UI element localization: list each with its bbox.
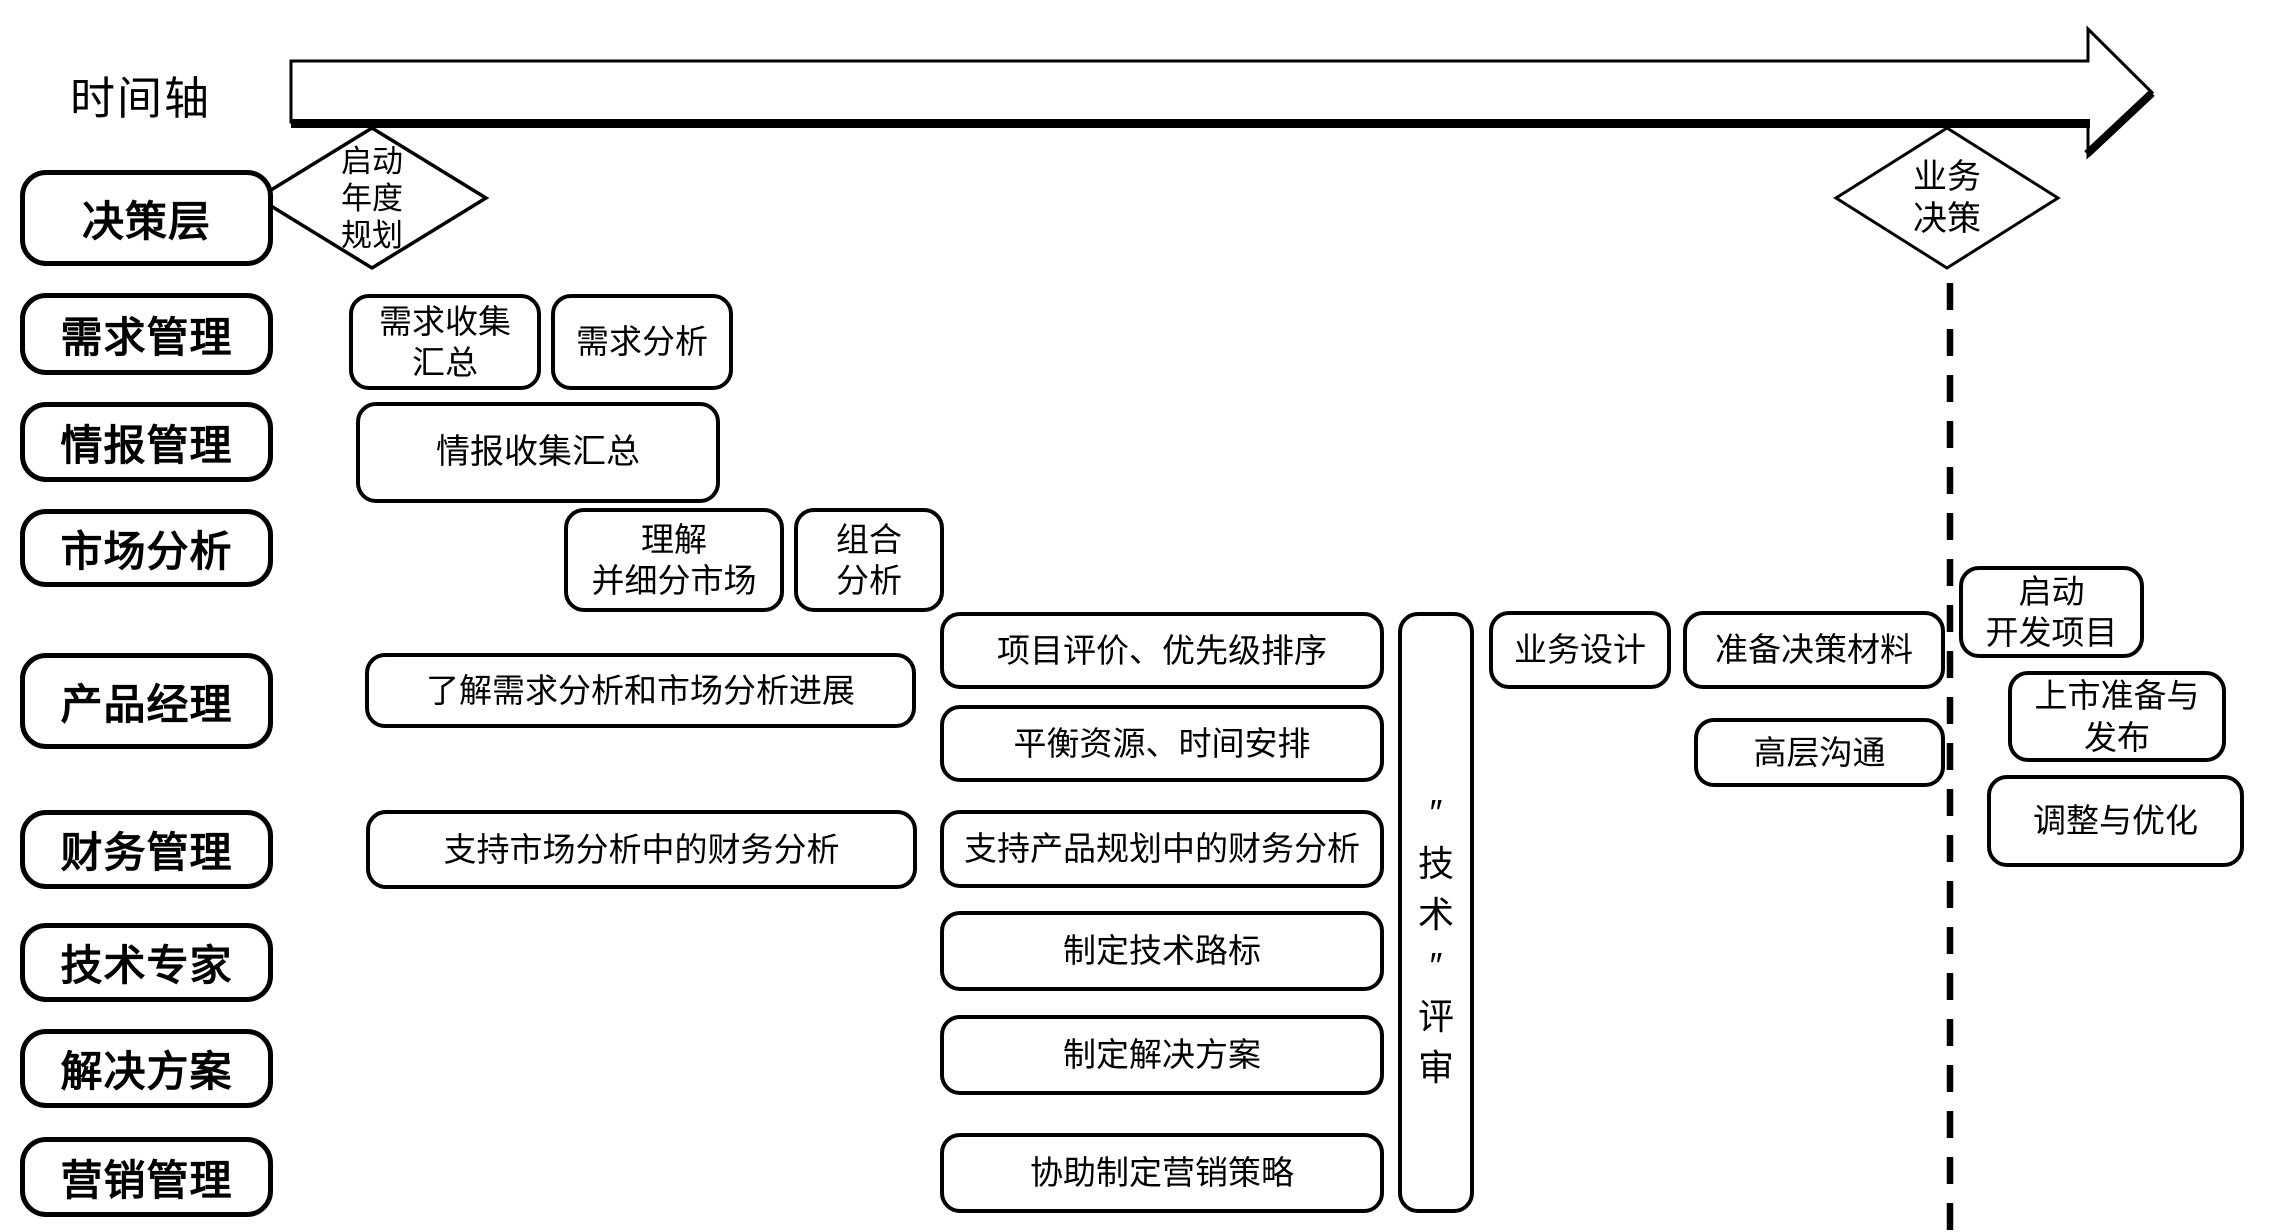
task-biz-design: 业务设计 xyxy=(1489,611,1671,689)
lane-requirements-mgmt: 需求管理 xyxy=(20,293,273,375)
task-portfolio-analysis: 组合 分析 xyxy=(794,508,944,612)
task-exec-communication: 高层沟通 xyxy=(1694,718,1945,787)
task-adjust-optimize: 调整与优化 xyxy=(1987,775,2244,867)
task-understand-segment: 理解 并细分市场 xyxy=(564,508,784,612)
lane-product-manager: 产品经理 xyxy=(20,653,273,749)
milestone-annual-planning-diamond xyxy=(254,125,490,271)
task-proj-eval: 项目评价、优先级排序 xyxy=(940,612,1384,689)
task-req-analysis: 需求分析 xyxy=(551,294,733,390)
task-tech-roadmap: 制定技术路标 xyxy=(940,911,1384,991)
lane-tech-expert: 技术专家 xyxy=(20,923,273,1002)
lane-market-analysis: 市场分析 xyxy=(20,509,273,587)
timeline-arrow-shadow-head xyxy=(2084,90,2155,157)
lane-finance-mgmt: 财务管理 xyxy=(20,810,273,889)
task-intel-collect: 情报收集汇总 xyxy=(356,402,720,503)
lane-marketing-mgmt: 营销管理 xyxy=(20,1137,273,1217)
task-fin-support-market: 支持市场分析中的财务分析 xyxy=(366,810,917,889)
task-fin-support-product: 支持产品规划中的财务分析 xyxy=(940,810,1384,888)
task-tech-review: ″ 技 术 ″ 评 审 xyxy=(1398,612,1474,1213)
milestone-annual-planning-label: 启动 年度 规划 xyxy=(341,143,403,253)
task-start-dev-project: 启动 开发项目 xyxy=(1959,566,2144,658)
task-launch-prep: 上市准备与 发布 xyxy=(2008,671,2226,762)
task-know-progress: 了解需求分析和市场分析进展 xyxy=(365,653,916,728)
timeline-axis-label: 时间轴 xyxy=(70,73,212,124)
task-prep-decision-material: 准备决策材料 xyxy=(1683,611,1945,689)
lane-intelligence-mgmt: 情报管理 xyxy=(20,402,273,482)
milestone-business-decision-label: 业务 决策 xyxy=(1913,158,1981,238)
task-marketing-strategy: 协助制定营销策略 xyxy=(940,1133,1384,1213)
lane-decision-layer: 决策层 xyxy=(20,170,273,266)
task-balance-resources: 平衡资源、时间安排 xyxy=(940,705,1384,782)
task-req-collect: 需求收集 汇总 xyxy=(349,294,541,390)
task-make-solution: 制定解决方案 xyxy=(940,1015,1384,1095)
milestone-business-decision-diamond xyxy=(1833,126,2061,270)
lane-solution: 解决方案 xyxy=(20,1029,273,1108)
